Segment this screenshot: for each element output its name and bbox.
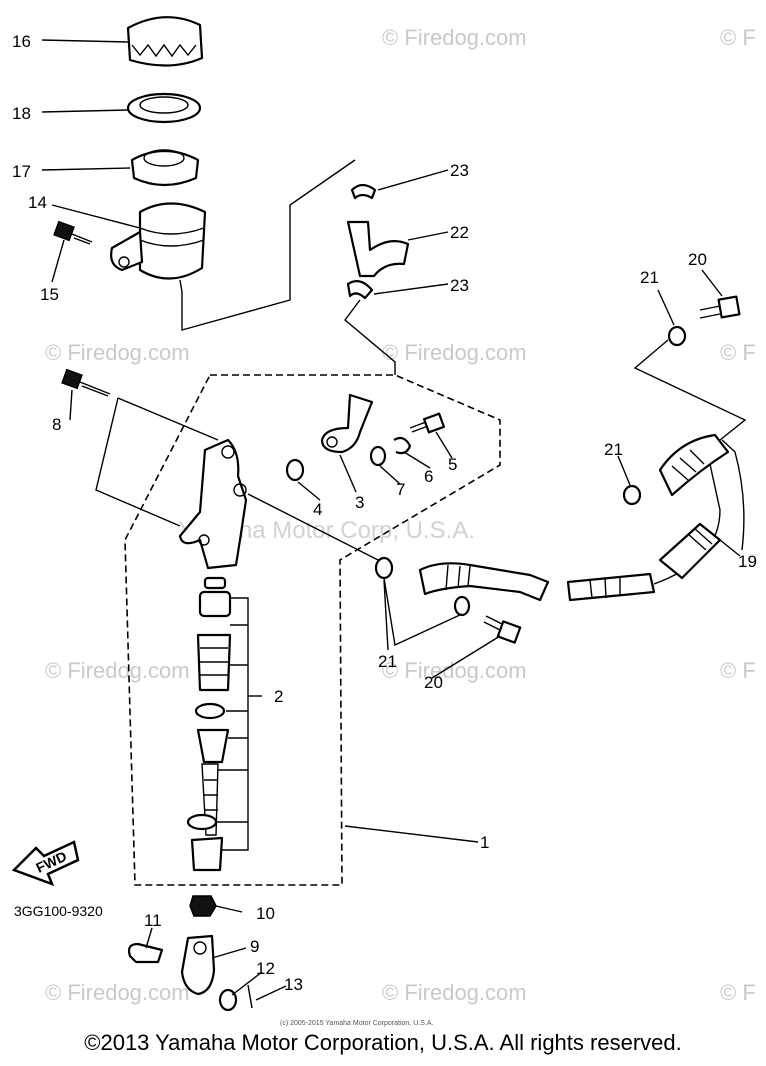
watermark-partial: © F <box>720 25 756 50</box>
guide-line <box>383 577 463 647</box>
watermark: © Firedog.com <box>382 340 527 365</box>
callout: 18 <box>12 104 31 123</box>
nut <box>189 895 217 917</box>
clevis <box>180 934 216 996</box>
guide-line <box>181 159 356 331</box>
callout: 14 <box>28 193 47 212</box>
washer-7 <box>369 445 387 467</box>
guide-line <box>344 299 396 375</box>
callout: 4 <box>313 500 322 519</box>
watermark: © Firedog.com <box>45 658 190 683</box>
fwd-arrow-icon: FWD <box>11 840 80 887</box>
union-bolt-upper <box>699 295 741 319</box>
diaphragm-plate <box>126 92 202 124</box>
callout: 8 <box>52 415 61 434</box>
bolt-8 <box>61 368 111 397</box>
pin <box>127 942 164 964</box>
callout: 10 <box>256 904 275 923</box>
reservoir-hose <box>346 220 410 278</box>
callout: 21 <box>640 268 659 287</box>
watermark: © Firedog.com <box>382 658 527 683</box>
brake-hose <box>418 433 745 602</box>
callout: 12 <box>256 959 275 978</box>
callout: 15 <box>40 285 59 304</box>
watermark: © Firedog.com <box>45 980 190 1005</box>
callout: 6 <box>424 467 433 486</box>
guide-line <box>633 339 747 441</box>
small-copyright: (c) 2005-2015 Yamaha Motor Corporation, … <box>280 1020 433 1027</box>
reservoir <box>110 202 207 293</box>
callout: 5 <box>448 455 457 474</box>
diagram-code: 3GG100-9320 <box>14 903 103 919</box>
bolt-15 <box>53 220 93 245</box>
bracket-2 <box>216 597 249 851</box>
watermark: © Firedog.com <box>45 340 190 365</box>
callout: 21 <box>378 652 397 671</box>
hose-joint <box>320 393 374 454</box>
piston-kit <box>186 576 232 872</box>
callout: 2 <box>274 687 283 706</box>
watermark-partial: © F <box>720 658 756 683</box>
callout: 23 <box>450 161 469 180</box>
callout: 22 <box>450 223 469 242</box>
callout: 20 <box>424 673 443 692</box>
watermark: © Firedog.com <box>382 980 527 1005</box>
callout: 3 <box>355 493 364 512</box>
guide-line <box>117 397 219 441</box>
cotter-pin <box>247 984 253 1009</box>
hose-clip-bottom <box>346 279 374 300</box>
callout: 9 <box>250 937 259 956</box>
reservoir-cap <box>126 16 204 67</box>
hose-clip-top <box>350 183 377 200</box>
watermark-partial: © F <box>720 980 756 1005</box>
callout: 23 <box>450 276 469 295</box>
diaphragm <box>130 149 200 187</box>
callout: 19 <box>738 552 757 571</box>
leader-lines <box>41 39 741 1001</box>
circlip <box>393 436 412 455</box>
callout: 7 <box>396 480 405 499</box>
washer-21-right <box>622 484 642 506</box>
callout: 17 <box>12 162 31 181</box>
union-bolt-lower <box>483 615 522 644</box>
callout: 21 <box>604 440 623 459</box>
callout: 1 <box>480 833 489 852</box>
guide-line <box>247 493 383 563</box>
washer-21-hose <box>374 556 394 580</box>
watermark-partial: © F <box>720 340 756 365</box>
callout-numbers: 16 18 17 14 15 23 22 23 8 4 3 7 6 5 2 1 … <box>12 32 757 994</box>
watermark: © Firedog.com <box>382 25 527 50</box>
guide-line <box>95 397 181 527</box>
washer-21-lower <box>453 595 471 617</box>
callout: 20 <box>688 250 707 269</box>
o-ring <box>285 458 305 482</box>
master-cylinder-body <box>178 438 248 570</box>
callout: 11 <box>144 911 162 930</box>
callout: 13 <box>284 975 303 994</box>
callout: 16 <box>12 32 31 51</box>
screw-5 <box>409 412 446 434</box>
washer-21-top <box>667 325 687 347</box>
footer-copyright: ©2013 Yamaha Motor Corporation, U.S.A. A… <box>84 1030 682 1055</box>
assembly-outline <box>124 374 501 886</box>
